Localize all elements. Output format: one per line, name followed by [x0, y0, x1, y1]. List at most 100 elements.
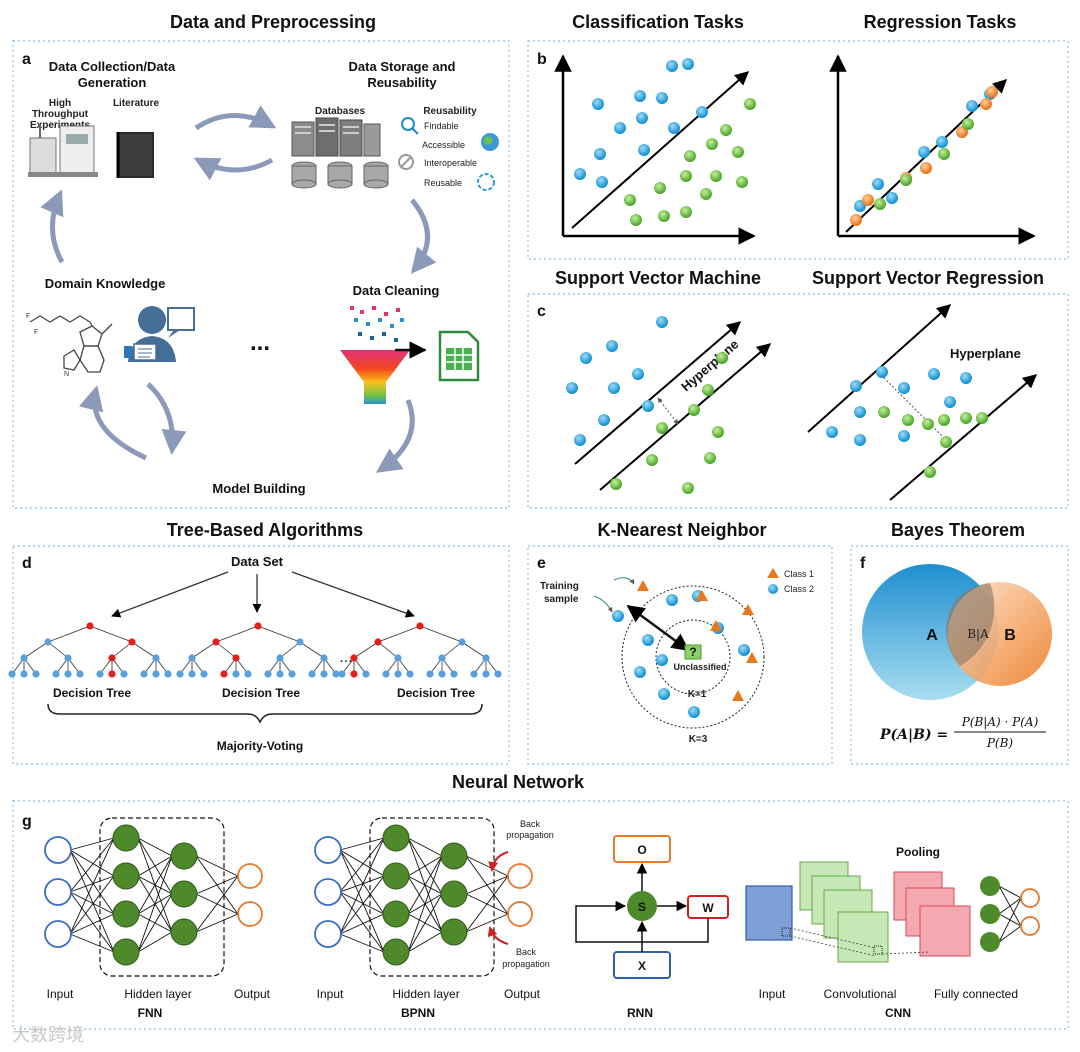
tree-node-red	[232, 654, 240, 662]
frame-f	[850, 545, 1069, 765]
tree-node-red	[108, 670, 116, 678]
hidden-node	[440, 918, 468, 946]
panel-c-svm-svr: Hyperplane Hyperplane	[566, 304, 1038, 501]
tree-node-blue	[52, 670, 60, 678]
svr-blue-point	[876, 366, 888, 378]
tree-node-blue	[394, 670, 402, 678]
svm-points	[566, 316, 728, 494]
class-blue-point	[636, 112, 648, 124]
backprop-bottom-2: propagation	[502, 959, 550, 969]
tree-node-blue	[308, 670, 316, 678]
interoperable-icon	[398, 154, 414, 170]
data-cleaning-funnel-icon	[340, 306, 410, 404]
cnn-diagram: Pooling Input Convolutional Fully connec…	[745, 845, 1040, 1020]
input-node	[314, 836, 342, 864]
fc-output-node	[1020, 916, 1040, 936]
classification-boundary	[571, 71, 750, 229]
knn-class2-point	[666, 594, 678, 606]
title-knn: K-Nearest Neighbor	[597, 520, 766, 540]
title-svr: Support Vector Regression	[812, 268, 1044, 288]
tree-node-blue	[140, 670, 148, 678]
class-blue-point	[574, 168, 586, 180]
legend-class2: Class 2	[784, 584, 814, 594]
rnn-output-box	[613, 835, 671, 863]
bayes-formula-denominator: P(B)	[986, 736, 1014, 750]
arrow-dataset-tree1	[111, 571, 229, 618]
class-green-point	[744, 98, 756, 110]
class-green-point	[624, 194, 636, 206]
pooling-label: Pooling	[896, 845, 940, 859]
rnn-recurrent-loop	[575, 900, 709, 943]
svm-blue-point	[606, 340, 618, 352]
svr-blue-point	[854, 434, 866, 446]
class-blue-point	[668, 122, 680, 134]
regression-blue-point	[886, 192, 898, 204]
class-green-point	[720, 124, 732, 136]
legend-class1: Class 1	[784, 569, 814, 579]
tree-node-red	[350, 654, 358, 662]
fnn-input-label: Input	[47, 987, 74, 1001]
arrow-storage-to-cleaning	[410, 198, 437, 274]
arrow-model-to-domain	[79, 385, 148, 461]
fc-hidden-node	[980, 932, 1000, 952]
title-neural-network: Neural Network	[452, 772, 585, 792]
tree-node-blue	[458, 638, 466, 646]
molecule-structure-icon: F F N	[26, 313, 113, 378]
fair-accessible: Accessible	[422, 140, 465, 150]
knn-class1-triangle	[710, 620, 722, 631]
class-blue-point	[638, 144, 650, 156]
fnn-title: FNN	[138, 1006, 163, 1020]
class-blue-point	[666, 60, 678, 72]
knn-class1-triangle	[742, 604, 754, 615]
tree-node-blue	[44, 638, 52, 646]
k3-circle	[621, 585, 765, 729]
cnn-input-map	[745, 885, 793, 941]
hidden-node	[170, 880, 198, 908]
tree-node-blue	[264, 670, 272, 678]
svg-text:F: F	[34, 329, 38, 336]
tree-node-blue	[288, 670, 296, 678]
panel-d-tree-based: Data Set Decision Tree Decision Tree Dec…	[8, 554, 502, 753]
svr-blue-point	[928, 368, 940, 380]
fair-interoperable: Interoperable	[424, 158, 477, 168]
rnn-x-label: X	[638, 959, 646, 973]
svr-blue-point	[826, 426, 838, 438]
knn-distance-arrow	[626, 604, 690, 652]
panel-a-data-preprocessing: Data Collection/Data Generation High Thr…	[26, 59, 499, 496]
hidden-node	[170, 842, 198, 870]
class-green-point	[710, 170, 722, 182]
svm-blue-point	[632, 368, 644, 380]
cnn-conv-label: Convolutional	[824, 987, 897, 1001]
spreadsheet-icon	[438, 330, 480, 382]
tree-node-blue	[164, 670, 172, 678]
knn-points	[612, 580, 758, 718]
svm-margin-lower	[599, 343, 772, 491]
tree-node-blue	[244, 670, 252, 678]
class-blue-point	[594, 148, 606, 160]
regression-orange-point	[980, 98, 992, 110]
decision-tree-label-1: Decision Tree	[53, 686, 131, 700]
tree-node-blue	[20, 670, 28, 678]
svr-green-point	[924, 466, 936, 478]
svm-green-point	[712, 426, 724, 438]
cnn-pooling-maps	[893, 871, 971, 957]
panel-letter-g: g	[22, 813, 32, 830]
majority-voting-brace	[47, 703, 483, 724]
arrow-dataset-tree3	[291, 571, 415, 618]
svr-green-point	[902, 414, 914, 426]
findable-magnifier-icon	[401, 117, 415, 131]
reusability-label: Reusability	[423, 106, 477, 117]
svr-green-point	[940, 436, 952, 448]
k1-circle	[655, 619, 731, 695]
arrow-collect-to-storage	[194, 105, 277, 131]
rnn-diagram: O S W X RNN	[575, 835, 729, 1020]
svr-green-point	[960, 412, 972, 424]
arrow-domain-to-collect	[40, 189, 65, 264]
knn-class1-triangle	[732, 690, 744, 701]
tree-node-blue	[200, 670, 208, 678]
svr-epsilon-indicator	[877, 371, 951, 445]
fc-output-node	[1020, 888, 1040, 908]
hidden-layer-box	[99, 817, 225, 977]
class-blue-point	[634, 90, 646, 102]
frame-d	[12, 545, 510, 765]
